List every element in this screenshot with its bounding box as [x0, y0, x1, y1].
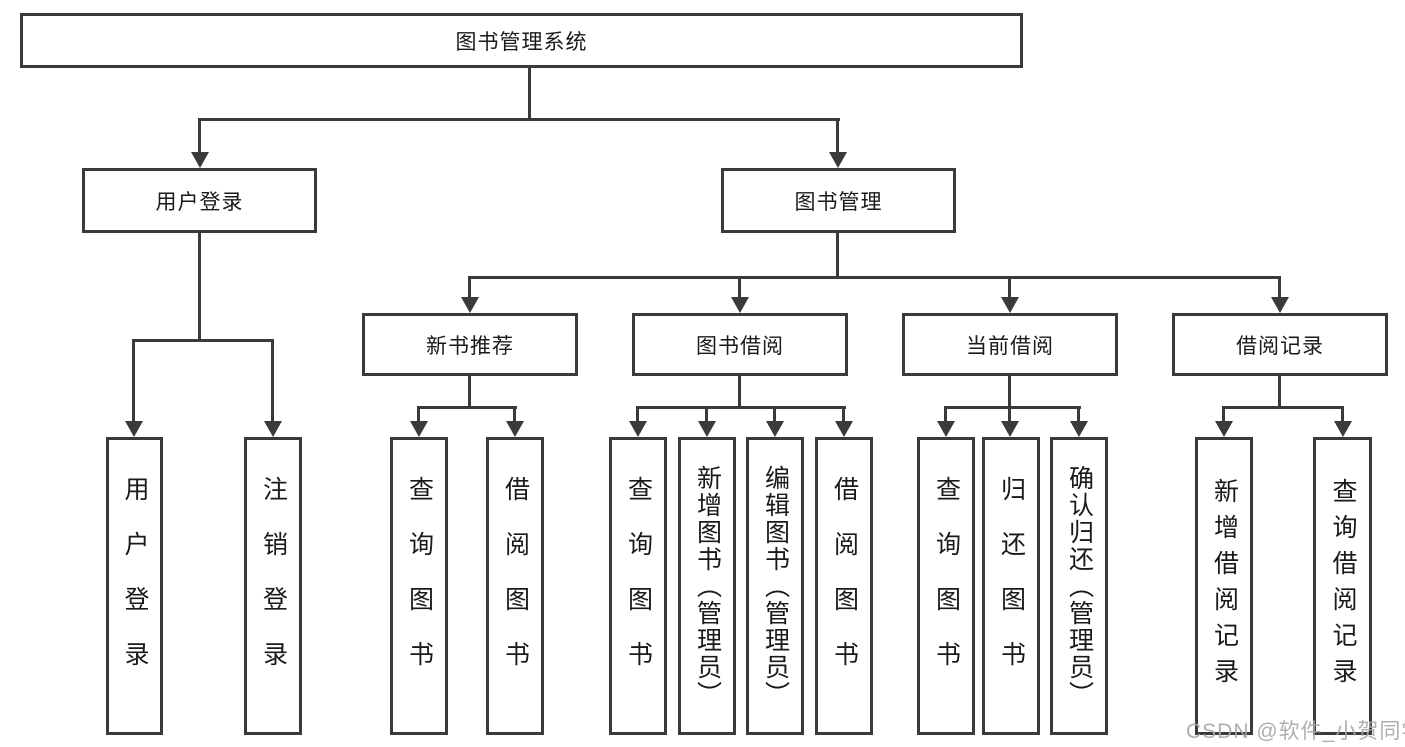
connector-line	[1278, 376, 1281, 408]
node-book-borrowing: 图书借阅	[632, 313, 848, 376]
node-user-login-label: 用户登录	[155, 190, 244, 214]
connector-line	[198, 120, 201, 154]
connector-line	[417, 406, 517, 409]
connector-line	[1008, 278, 1011, 299]
arrow-down-icon	[191, 152, 209, 168]
arrow-down-icon	[1271, 297, 1289, 313]
leaf-add-books-admin: 新增图书（管理员）	[678, 437, 736, 735]
leaf-label: 查询借阅记录	[1329, 478, 1357, 694]
leaf-borrow-books-borrowing: 借阅图书	[815, 437, 873, 735]
connector-line	[1222, 406, 1344, 409]
leaf-label: 归还图书	[997, 476, 1026, 696]
arrow-down-icon	[829, 152, 847, 168]
arrow-down-icon	[506, 421, 524, 437]
arrow-down-icon	[264, 421, 282, 437]
arrow-down-icon	[766, 421, 784, 437]
connector-line	[528, 68, 531, 120]
leaf-label: 查询图书	[932, 476, 961, 696]
connector-line	[705, 407, 708, 422]
arrow-down-icon	[629, 421, 647, 437]
connector-line	[468, 276, 1281, 279]
arrow-down-icon	[1001, 297, 1019, 313]
leaf-label: 编辑图书（管理员）	[761, 464, 790, 708]
arrow-down-icon	[937, 421, 955, 437]
leaf-confirm-return-admin: 确认归还（管理员）	[1050, 437, 1108, 735]
leaf-label: 确认归还（管理员）	[1065, 464, 1094, 708]
connector-line	[468, 278, 471, 299]
leaf-query-books-recommend: 查询图书	[390, 437, 448, 735]
connector-line	[198, 118, 840, 121]
node-root-label: 图书管理系统	[455, 30, 588, 54]
arrow-down-icon	[410, 421, 428, 437]
leaf-label: 新增图书（管理员）	[693, 464, 722, 708]
leaf-logout: 注销登录	[244, 437, 302, 735]
leaf-label: 借阅图书	[501, 476, 530, 696]
arrow-down-icon	[1334, 421, 1352, 437]
connector-line	[836, 120, 839, 154]
connector-line	[738, 278, 741, 299]
connector-line	[842, 407, 845, 422]
connector-line	[132, 339, 274, 342]
node-book-management: 图书管理	[721, 168, 956, 233]
node-label: 当前借阅	[966, 334, 1054, 358]
arrow-down-icon	[1070, 421, 1088, 437]
connector-line	[513, 407, 516, 422]
node-label: 新书推荐	[426, 334, 514, 358]
connector-line	[271, 340, 274, 422]
connector-line	[132, 340, 135, 422]
connector-line	[636, 406, 846, 409]
leaf-add-borrow-record: 新增借阅记录	[1195, 437, 1253, 735]
connector-line	[1222, 407, 1225, 422]
connector-line	[1341, 407, 1344, 422]
leaf-query-books-borrowing: 查询图书	[609, 437, 667, 735]
node-book-management-label: 图书管理	[794, 190, 883, 214]
node-new-book-recommendation: 新书推荐	[362, 313, 578, 376]
leaf-label: 查询图书	[405, 476, 434, 696]
leaf-user-login: 用户登录	[106, 437, 163, 735]
leaf-query-borrow-record: 查询借阅记录	[1313, 437, 1372, 735]
leaf-label: 查询图书	[624, 476, 653, 696]
leaf-query-books-current: 查询图书	[917, 437, 975, 735]
arrow-down-icon	[835, 421, 853, 437]
connector-line	[944, 407, 947, 422]
connector-line	[773, 407, 776, 422]
arrow-down-icon	[731, 297, 749, 313]
connector-line	[836, 233, 839, 278]
connector-line	[1008, 407, 1011, 422]
leaf-label: 借阅图书	[830, 476, 859, 696]
node-label: 借阅记录	[1236, 334, 1324, 358]
arrow-down-icon	[1215, 421, 1233, 437]
connector-line	[944, 406, 1081, 409]
connector-line	[738, 376, 741, 408]
leaf-label: 新增借阅记录	[1210, 478, 1239, 694]
node-current-borrowing: 当前借阅	[902, 313, 1118, 376]
connector-line	[1077, 407, 1080, 422]
node-borrowing-records: 借阅记录	[1172, 313, 1388, 376]
arrow-down-icon	[1001, 421, 1019, 437]
connector-line	[1008, 376, 1011, 408]
connector-line	[636, 407, 639, 422]
node-root: 图书管理系统	[20, 13, 1023, 68]
leaf-edit-books-admin: 编辑图书（管理员）	[746, 437, 804, 735]
node-label: 图书借阅	[696, 334, 784, 358]
leaf-label: 用户登录	[121, 476, 149, 696]
connector-line	[417, 407, 420, 422]
connector-line	[198, 233, 201, 341]
node-user-login: 用户登录	[82, 168, 317, 233]
arrow-down-icon	[698, 421, 716, 437]
arrow-down-icon	[125, 421, 143, 437]
leaf-return-books: 归还图书	[982, 437, 1040, 735]
leaf-borrow-books-recommend: 借阅图书	[486, 437, 544, 735]
arrow-down-icon	[461, 297, 479, 313]
csdn-watermark: CSDN @软件_小贺同学	[1186, 720, 1405, 743]
leaf-label: 注销登录	[259, 476, 288, 696]
connector-line	[1278, 278, 1281, 299]
connector-line	[468, 376, 471, 408]
